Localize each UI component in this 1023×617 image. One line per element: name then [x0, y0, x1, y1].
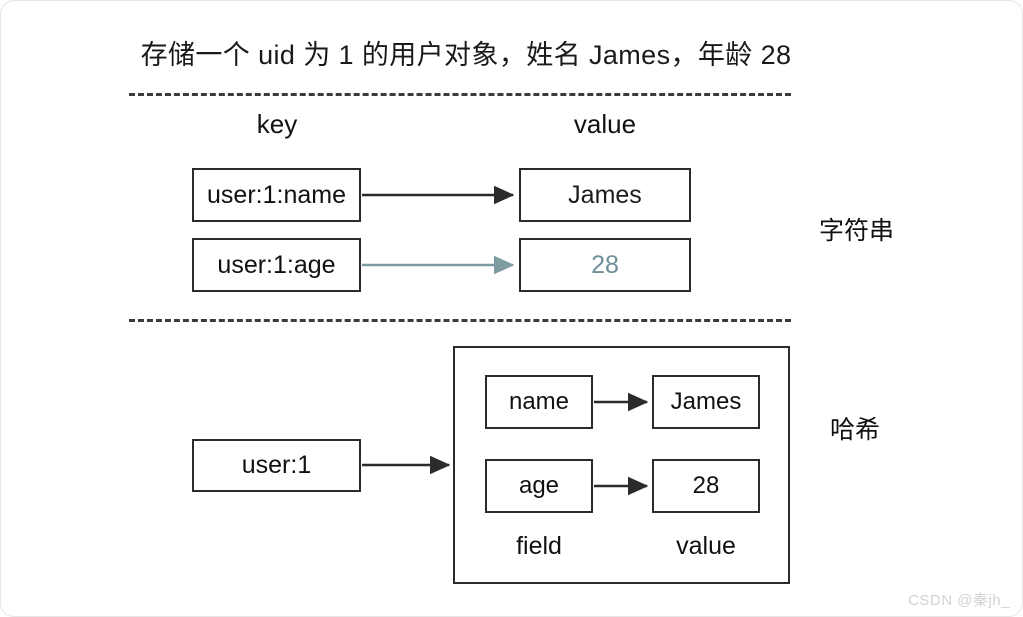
hash-value-header: value: [676, 532, 736, 560]
string-key-box-name: user:1:name: [192, 168, 361, 222]
string-value-label-name: James: [568, 180, 642, 209]
hash-key-box: user:1: [192, 439, 361, 492]
hash-field-label-age: age: [518, 472, 560, 499]
hash-field-header: field: [516, 532, 562, 560]
column-header-key: key: [256, 109, 298, 139]
separator-middle: [129, 319, 791, 322]
type-label-string: 字符串: [819, 217, 895, 245]
hash-field-box-name: name: [485, 375, 593, 429]
string-value-label-age: 28: [591, 250, 619, 279]
type-label-hash: 哈希: [830, 416, 881, 444]
hash-key-label: user:1: [241, 451, 312, 479]
hash-field-box-age: age: [485, 459, 593, 513]
column-header-value: value: [573, 109, 637, 139]
string-key-label-name: user:1:name: [207, 180, 346, 209]
string-value-box-age: 28: [519, 238, 691, 292]
string-key-label-age: user:1:age: [217, 250, 336, 279]
hash-value-box-name: James: [652, 375, 760, 429]
watermark: CSDN @秦jh_: [908, 592, 1010, 609]
hash-value-label-age: 28: [692, 472, 720, 499]
hash-value-box-age: 28: [652, 459, 760, 513]
separator-top: [129, 93, 791, 96]
string-key-box-age: user:1:age: [192, 238, 361, 292]
hash-field-label-name: name: [508, 388, 570, 415]
hash-value-label-name: James: [670, 388, 742, 415]
string-value-box-name: James: [519, 168, 691, 222]
diagram-title: 存储一个 uid 为 1 的用户对象，姓名 James，年龄 28: [140, 40, 792, 70]
